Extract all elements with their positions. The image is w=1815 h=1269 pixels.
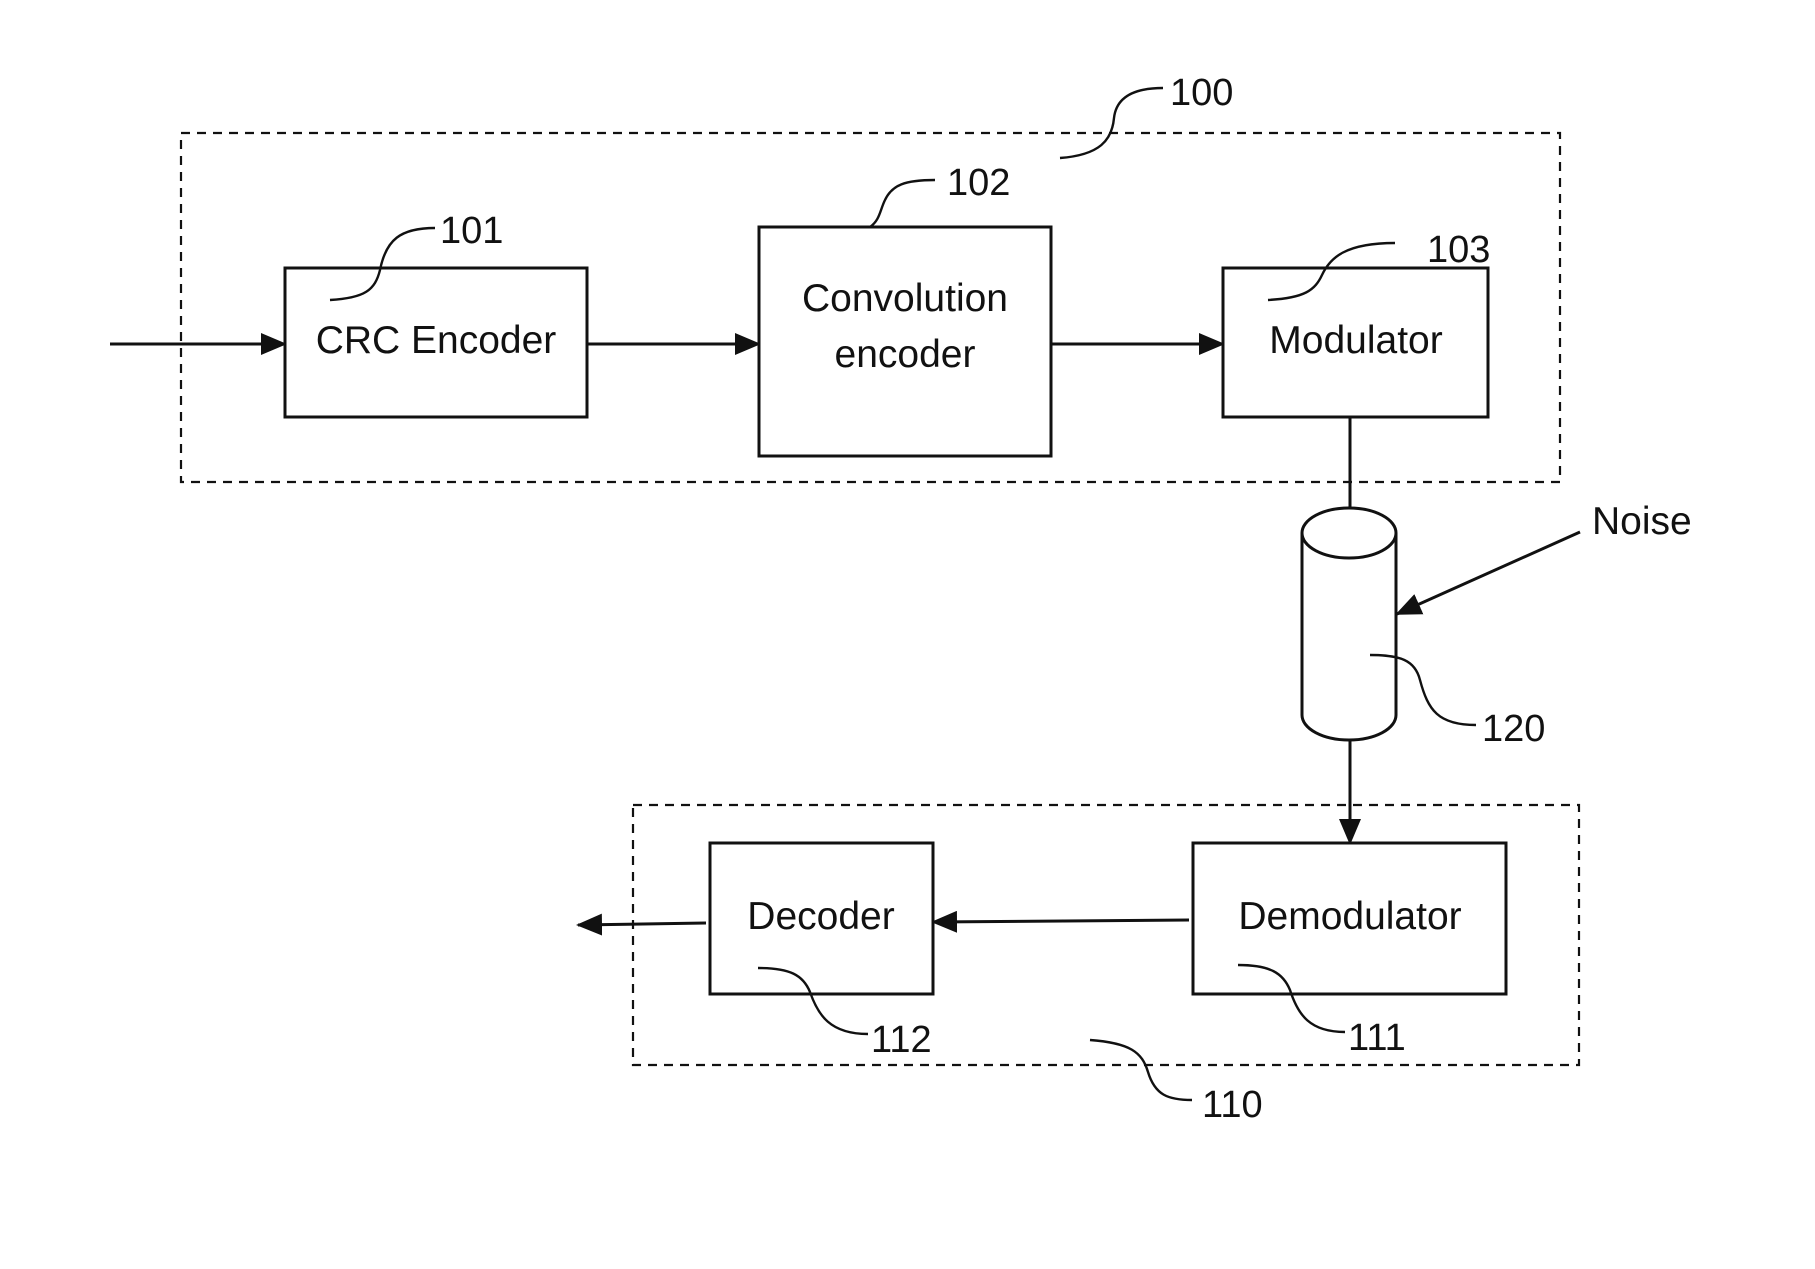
demodulator-to-decoder-arrow bbox=[933, 920, 1189, 922]
ref-102: 102 bbox=[947, 162, 1010, 204]
ref-103: 103 bbox=[1427, 229, 1490, 271]
ref-110-leader bbox=[1090, 1040, 1192, 1100]
convolution-encoder-label-line2: encoder bbox=[835, 333, 976, 376]
crc-encoder-label: CRC Encoder bbox=[316, 319, 557, 362]
ref-111: 111 bbox=[1348, 1017, 1406, 1059]
demodulator-label: Demodulator bbox=[1238, 895, 1461, 938]
ref-100: 100 bbox=[1170, 72, 1233, 114]
ref-110: 110 bbox=[1202, 1084, 1263, 1126]
ref-120: 120 bbox=[1482, 708, 1545, 750]
channel-cylinder bbox=[1302, 508, 1396, 740]
noise-arrow bbox=[1397, 532, 1580, 614]
ref-102-leader bbox=[870, 180, 935, 227]
convolution-encoder-label-line1: Convolution bbox=[802, 277, 1008, 320]
modulator-label: Modulator bbox=[1269, 319, 1442, 362]
ref-101: 101 bbox=[440, 210, 503, 252]
output-arrow bbox=[578, 923, 706, 925]
ref-100-leader bbox=[1060, 88, 1163, 158]
decoder-label: Decoder bbox=[747, 895, 894, 938]
noise-label: Noise bbox=[1592, 500, 1692, 543]
ref-112: 112 bbox=[871, 1019, 932, 1061]
